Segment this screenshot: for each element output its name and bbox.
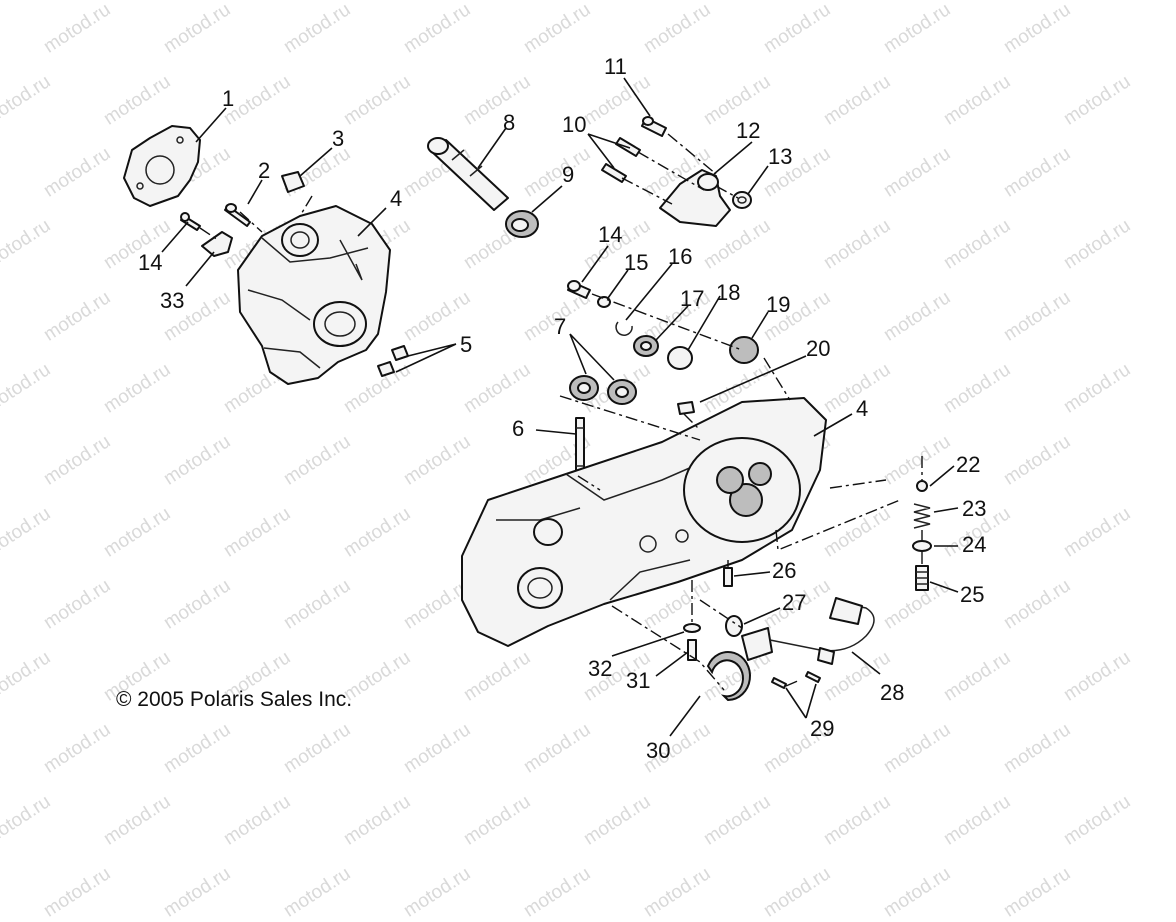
nut-part-13 <box>732 191 752 209</box>
bolt-part-2 <box>224 203 251 227</box>
callout-10: 10 <box>562 112 587 137</box>
callout-14-left: 14 <box>138 250 163 275</box>
washer-part-24 <box>912 540 932 552</box>
clip-part-3 <box>281 171 305 193</box>
callout-30: 30 <box>646 738 671 763</box>
callout-18: 18 <box>716 280 741 305</box>
circlip-part-30 <box>706 651 751 702</box>
callout-25: 25 <box>960 582 985 607</box>
dowel-pins-part-5 <box>377 345 409 377</box>
bracket-part-12 <box>659 169 731 227</box>
right-crankcase-half <box>461 397 827 647</box>
bearings-part-7 <box>569 375 637 405</box>
bearing-part-17 <box>633 335 659 357</box>
callout-3: 3 <box>332 126 345 151</box>
screw-part-14-left <box>180 212 201 231</box>
callout-26: 26 <box>772 558 797 583</box>
spring-part-23 <box>913 503 931 529</box>
callout-29: 29 <box>810 716 835 741</box>
callout-leader-lines <box>161 77 959 737</box>
stud-part-6 <box>575 417 585 477</box>
callout-31: 31 <box>626 668 651 693</box>
screws-part-29 <box>771 671 821 689</box>
washer-part-15 <box>597 296 611 308</box>
callout-23: 23 <box>962 496 987 521</box>
left-crankcase-half <box>237 205 391 385</box>
callout-4-left-case: 4 <box>390 186 403 211</box>
callout-28: 28 <box>880 680 905 705</box>
washer-part-32 <box>683 623 701 633</box>
callout-33: 33 <box>160 288 185 313</box>
callout-22: 22 <box>956 452 981 477</box>
exploded-view-drawing <box>123 77 959 737</box>
callout-6: 6 <box>512 416 525 441</box>
callout-12: 12 <box>736 118 761 143</box>
gasket-part-1 <box>123 125 201 207</box>
callout-1: 1 <box>222 86 235 111</box>
plug-part-25 <box>915 565 929 591</box>
bushing-part-19 <box>729 336 759 364</box>
bushing-part-18 <box>667 346 693 370</box>
seal-part-9 <box>505 210 539 238</box>
clip-part-16 <box>615 321 633 336</box>
copyright-notice: © 2005 Polaris Sales Inc. <box>116 688 353 711</box>
callout-4-right-case: 4 <box>856 396 869 421</box>
callout-2: 2 <box>258 158 271 183</box>
bolt-part-26 <box>723 567 733 587</box>
callout-9: 9 <box>562 162 575 187</box>
callout-13: 13 <box>768 144 793 169</box>
callout-27: 27 <box>782 590 807 615</box>
callout-32: 32 <box>588 656 613 681</box>
screw-part-14-middle <box>567 280 591 299</box>
callout-11: 11 <box>604 54 627 79</box>
callout-17: 17 <box>680 286 705 311</box>
dowels-part-20 <box>677 401 695 415</box>
callout-5: 5 <box>460 332 473 357</box>
callout-20: 20 <box>806 336 831 361</box>
callout-14-middle: 14 <box>598 222 623 247</box>
callout-8: 8 <box>503 110 516 135</box>
callout-24: 24 <box>962 532 987 557</box>
assembly-center-lines <box>199 133 923 691</box>
shaft-part-8 <box>427 137 509 211</box>
ball-part-22 <box>916 480 928 492</box>
bolt-part-11 <box>641 116 667 137</box>
callout-19: 19 <box>766 292 791 317</box>
callout-7: 7 <box>554 314 567 339</box>
sensor-part-28 <box>741 597 875 665</box>
callout-15: 15 <box>624 250 649 275</box>
o-ring-part-27 <box>725 615 743 637</box>
bracket-part-33 <box>201 231 233 257</box>
callout-16: 16 <box>668 244 693 269</box>
